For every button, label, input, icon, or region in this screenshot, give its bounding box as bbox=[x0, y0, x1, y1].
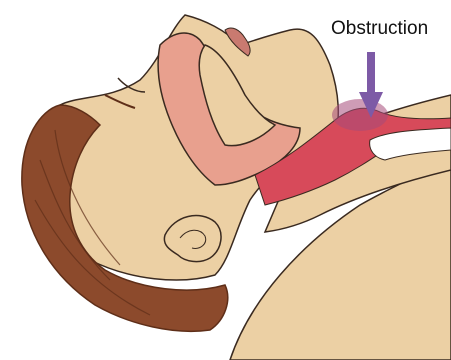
obstruction-area bbox=[332, 99, 388, 131]
obstruction-label: Obstruction bbox=[331, 18, 428, 40]
